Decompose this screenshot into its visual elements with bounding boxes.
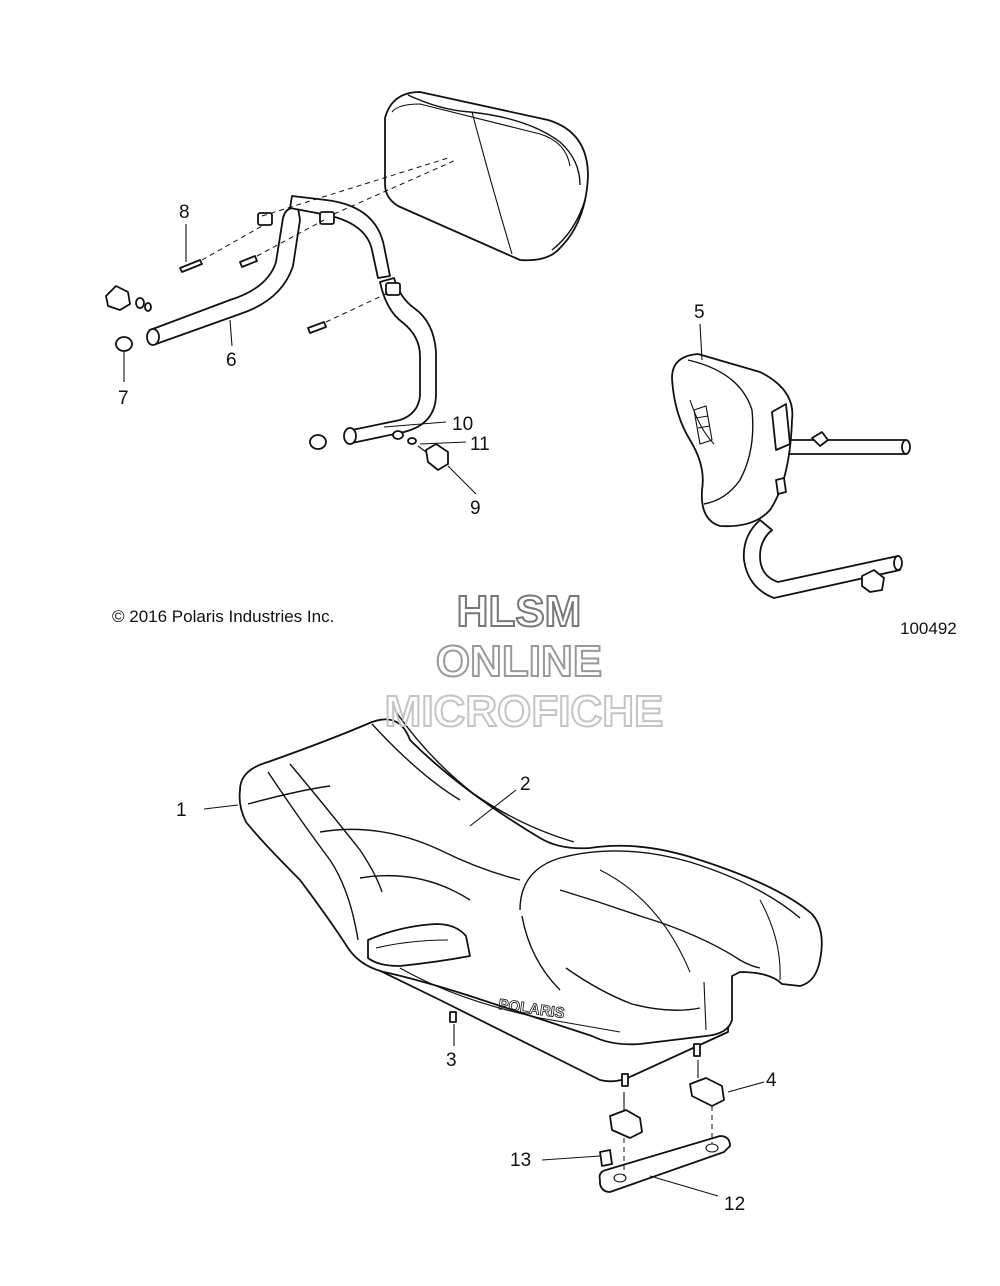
end-cap-7 — [115, 336, 133, 352]
callout-8: 8 — [179, 202, 190, 223]
latch-plate-12 — [598, 1135, 731, 1193]
callout-2: 2 — [520, 774, 531, 795]
callout-10: 10 — [452, 414, 473, 435]
callout-12: 12 — [724, 1194, 745, 1215]
callout-6: 6 — [226, 350, 237, 371]
knob-left — [105, 285, 152, 312]
callout-3: 3 — [446, 1050, 457, 1071]
washer-11 — [407, 437, 417, 445]
assembled-backrest-5 — [671, 353, 911, 599]
watermark: HLSM ONLINE MICROFICHE — [384, 586, 665, 737]
callout-5: 5 — [694, 302, 705, 323]
callout-7: 7 — [118, 388, 129, 409]
latch-4 — [689, 1060, 725, 1107]
washer-10 — [392, 430, 404, 440]
callout-1: 1 — [176, 800, 187, 821]
figure-number: 100492 — [900, 619, 957, 638]
watermark-line-1: HLSM — [457, 587, 582, 636]
latch-13 — [599, 1092, 643, 1167]
callout-4: 4 — [766, 1070, 777, 1091]
backrest-pad — [384, 91, 589, 262]
copyright-notice: © 2016 Polaris Industries Inc. — [112, 607, 334, 626]
seat-assembly: POLARIS — [238, 711, 823, 1087]
callout-13: 13 — [510, 1150, 531, 1171]
callout-11: 11 — [470, 434, 490, 455]
callout-9: 9 — [470, 498, 481, 519]
watermark-line-2: ONLINE — [436, 637, 602, 686]
end-cap-right — [309, 434, 327, 450]
rack-bar — [146, 157, 457, 445]
knob-9 — [417, 443, 449, 471]
watermark-line-3: MICROFICHE — [385, 687, 664, 736]
